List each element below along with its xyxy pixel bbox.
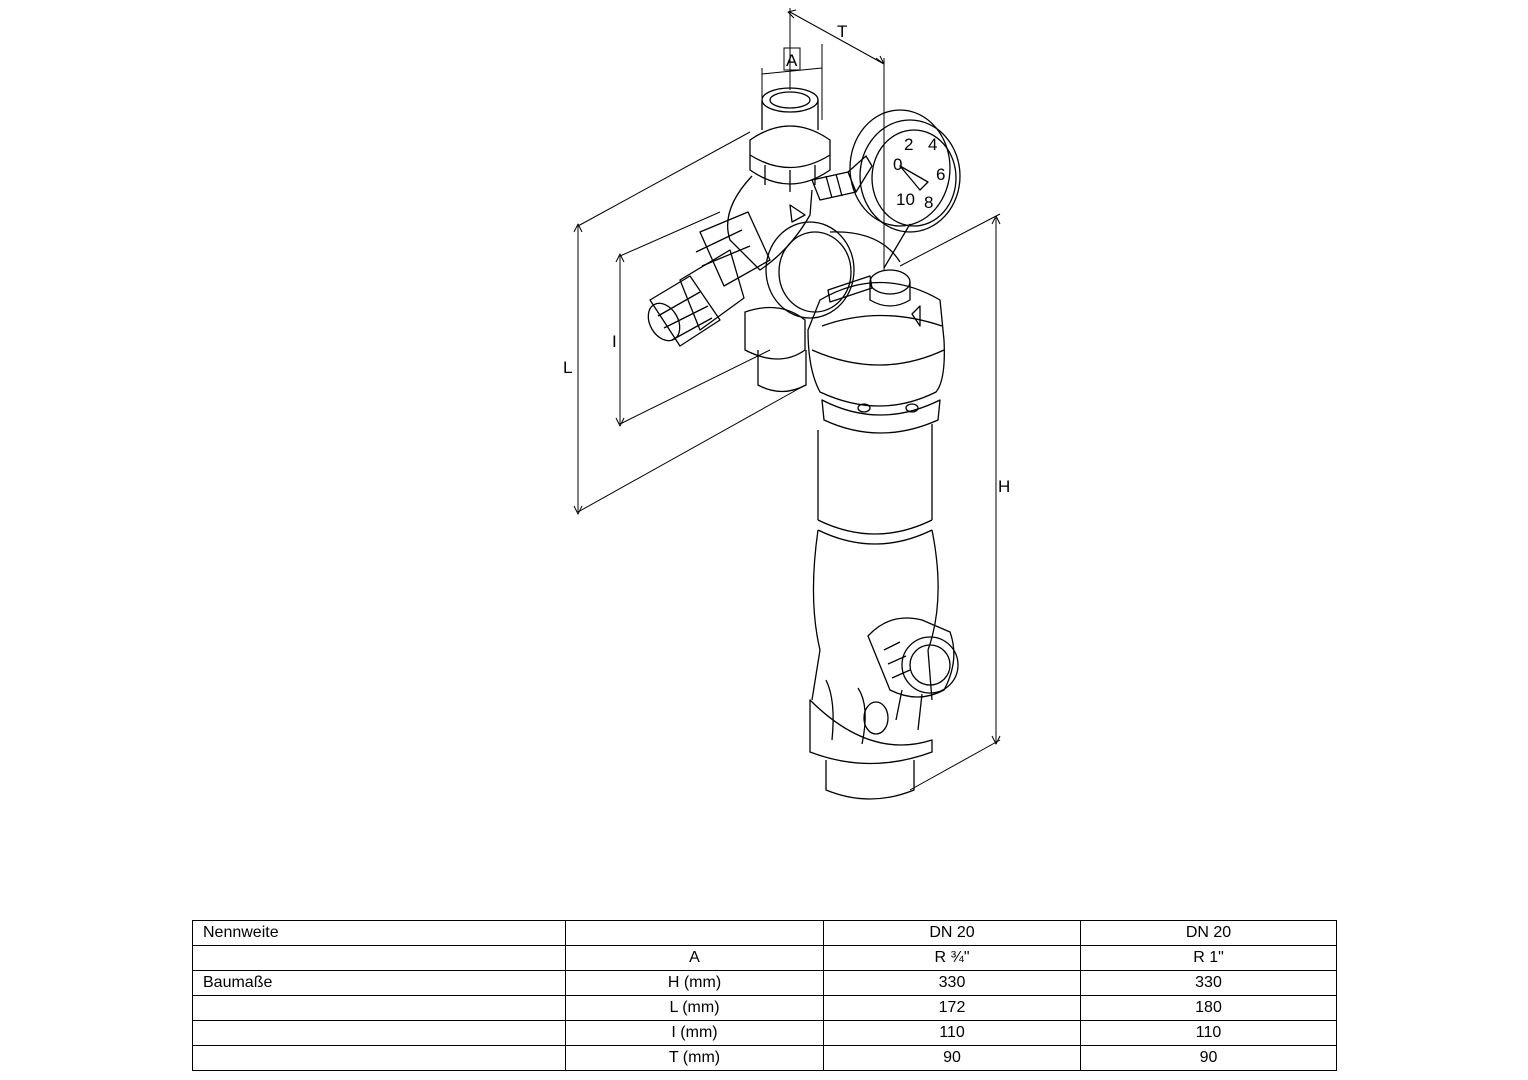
filter-head (807, 269, 945, 407)
gauge-ticks: 0 2 4 6 8 10 (893, 135, 945, 212)
table-cell: R 1" (1080, 945, 1337, 971)
filter-connection-ring (765, 221, 901, 319)
baumasse-label: Baumaße (192, 970, 566, 996)
valve-body (726, 155, 873, 271)
row-label: T (mm) (565, 1045, 824, 1071)
outlet-union (744, 306, 807, 393)
table-cell (192, 995, 566, 1021)
table-cell (192, 945, 566, 971)
table-row: A R ¾" R 1" (192, 945, 1337, 971)
table-row: I (mm) 110 110 (192, 1020, 1337, 1046)
table-cell: 180 (1080, 995, 1337, 1021)
table-cell (192, 1045, 566, 1071)
dim-label-L: L (563, 358, 572, 377)
dim-label-I: I (612, 332, 617, 351)
dim-label-H: H (998, 477, 1010, 496)
table-row: Baumaße H (mm) 330 330 (192, 970, 1337, 996)
flush-valve-wheel (867, 617, 959, 731)
spec-table: Nennweite DN 20 DN 20 A R ¾" R 1" Baumaß… (192, 920, 1337, 1071)
gauge-tick-6: 6 (936, 165, 945, 184)
gauge-tick-0: 0 (893, 155, 902, 174)
gauge-tick-10: 10 (896, 190, 915, 209)
row-label: I (mm) (565, 1020, 824, 1046)
dim-label-A: A (786, 51, 798, 70)
gauge-tick-2: 2 (904, 135, 913, 154)
table-cell: 172 (823, 995, 1081, 1021)
filter-bowl (811, 399, 941, 701)
reducer-knob (647, 211, 771, 347)
table-cell: 110 (823, 1020, 1081, 1046)
row-label: H (mm) (565, 970, 824, 996)
column-header: DN 20 (823, 920, 1081, 946)
table-row: L (mm) 172 180 (192, 995, 1337, 1021)
table-cell (565, 920, 824, 946)
dimension-lines (573, 8, 1001, 791)
nennweite-label: Nennweite (192, 920, 566, 946)
table-row: Nennweite DN 20 DN 20 (192, 920, 1337, 946)
gauge-tick-8: 8 (924, 193, 933, 212)
table-cell: 110 (1080, 1020, 1337, 1046)
table-row: T (mm) 90 90 (192, 1045, 1337, 1071)
dim-label-T: T (837, 22, 847, 41)
gauge-tick-4: 4 (928, 135, 937, 154)
filter-assembly-drawing: 0 2 4 6 8 10 (563, 8, 1010, 800)
row-label: L (mm) (565, 995, 824, 1021)
table-cell (192, 1020, 566, 1046)
bottom-outlet (809, 679, 933, 800)
table-cell: 90 (823, 1045, 1081, 1071)
table-cell: 90 (1080, 1045, 1337, 1071)
table-cell: 330 (1080, 970, 1337, 996)
row-label: A (565, 945, 824, 971)
column-header: DN 20 (1080, 920, 1337, 946)
table-cell: R ¾" (823, 945, 1081, 971)
table-cell: 330 (823, 970, 1081, 996)
pressure-gauge (849, 109, 961, 269)
dim-A-box (783, 47, 801, 71)
inlet-fitting (749, 87, 831, 192)
